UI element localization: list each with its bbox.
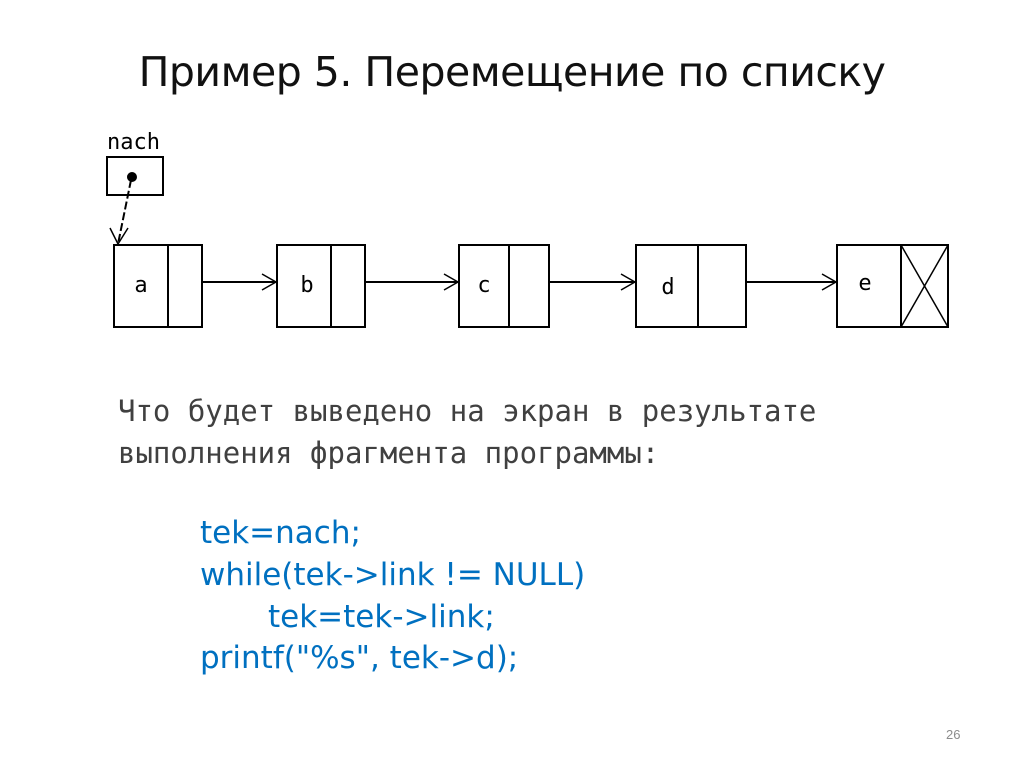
code-line: while(tek->link != NULL) (200, 557, 586, 593)
pointer-label: nach (107, 130, 160, 155)
link-arrow (202, 273, 278, 291)
link-arrow (746, 273, 838, 291)
node-a: a (113, 244, 203, 328)
node-value: c (477, 273, 490, 298)
question-line: выполнения фрагмента программы: (118, 436, 660, 470)
node-value: d (661, 275, 674, 300)
code-line: printf("%s", tek->d); (200, 640, 519, 676)
question-line: Что будет выведено на экран в результате (118, 394, 817, 428)
code-line: tek=nach; (200, 515, 361, 551)
slide-title: Пример 5. Перемещение по списку (138, 48, 886, 96)
node-value: b (300, 273, 313, 298)
page-number: 26 (946, 727, 961, 742)
node-e: e (836, 244, 949, 328)
code-line: tek=tek->link; (268, 599, 495, 635)
node-c: c (458, 244, 550, 328)
link-arrow (365, 273, 460, 291)
link-arrow (549, 273, 637, 291)
node-d: d (635, 244, 747, 328)
node-value: a (134, 273, 147, 298)
node-b: b (276, 244, 366, 328)
pointer-box (106, 156, 164, 196)
pointer-dot (127, 172, 137, 182)
node-value: e (858, 271, 871, 296)
